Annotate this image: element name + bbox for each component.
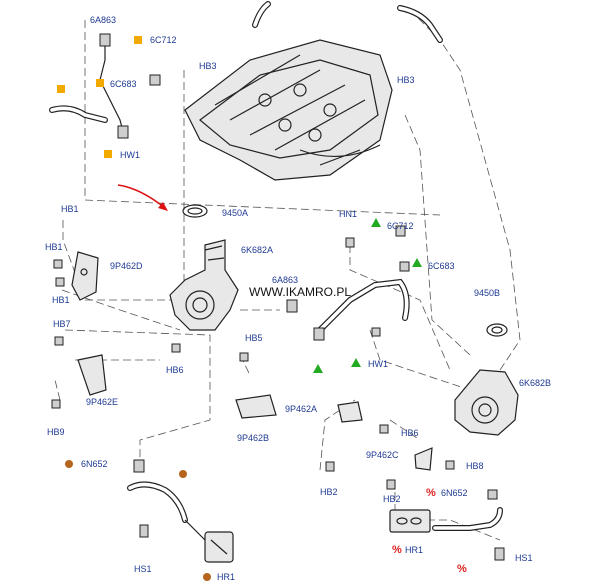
label-hb6-right: HB6	[401, 428, 419, 438]
label-9p462a: 9P462A	[285, 404, 317, 414]
label-6c712-mid: 6C712	[387, 221, 414, 231]
oil-return-hose-left	[127, 459, 234, 563]
label-6n652-right: 6N652	[441, 488, 468, 498]
label-hn1: HN1	[339, 209, 357, 219]
turbocharger-6k682a	[169, 239, 239, 331]
label-hb8: HB8	[466, 461, 484, 471]
gasket-9450a	[182, 204, 208, 218]
bracket-9p462a	[325, 401, 389, 472]
label-6n652-left: 6N652	[81, 459, 108, 469]
turbocharger-6k682b	[454, 369, 519, 436]
bracket-9p462c	[386, 447, 455, 490]
label-hb1-b: HB1	[45, 242, 63, 252]
gasket-9450b	[486, 323, 508, 337]
label-hr1-left: HR1	[217, 572, 235, 582]
part-labels: 6A863 6C712 HB3 6C683 HB3 HW1 9450A HB1 …	[45, 15, 551, 582]
svg-text:%: %	[392, 544, 402, 556]
label-hb7: HB7	[53, 319, 71, 329]
label-hb3-left: HB3	[199, 61, 217, 71]
label-hb2-b: HB2	[383, 494, 401, 504]
top-coolant-hoses	[252, 1, 443, 43]
svg-text:%: %	[457, 563, 467, 575]
label-9450a: 9450A	[222, 208, 248, 218]
svg-text:%: %	[426, 487, 436, 499]
label-hb2-a: HB2	[320, 487, 338, 497]
label-hs1-right: HS1	[515, 553, 533, 563]
label-6c683-mid: 6C683	[428, 261, 455, 271]
bracket-9p462d	[53, 251, 99, 301]
red-arrow	[117, 184, 168, 211]
engine-block	[184, 39, 393, 181]
triangle-markers	[313, 218, 422, 373]
label-hb3-right: HB3	[397, 75, 415, 85]
label-6a863-mid: 6A863	[272, 275, 298, 285]
label-hb1-a: HB1	[61, 204, 79, 214]
label-9p462c: 9P462C	[366, 450, 399, 460]
label-6k682a: 6K682A	[241, 245, 273, 255]
oil-feed-pipe-right	[286, 225, 410, 341]
dot-markers	[65, 460, 211, 581]
label-hb1-c: HB1	[52, 295, 70, 305]
label-hs1-left: HS1	[134, 564, 152, 574]
label-9p462d: 9P462D	[110, 261, 143, 271]
label-9p462b: 9P462B	[237, 433, 269, 443]
label-hw1-mid: HW1	[368, 359, 388, 369]
bracket-9p462e	[51, 336, 107, 409]
label-hr1-right: HR1	[405, 545, 423, 555]
label-6c712-top: 6C712	[150, 35, 177, 45]
square-markers	[57, 36, 142, 158]
label-6k682b: 6K682B	[519, 378, 551, 388]
bracket-9p462b	[171, 343, 277, 419]
oil-return-hose-right	[389, 489, 505, 561]
label-9p462e: 9P462E	[86, 397, 118, 407]
label-hw1-top: HW1	[120, 150, 140, 160]
watermark: WWW.IKAMRO.PL	[249, 285, 351, 299]
label-6a863-top: 6A863	[90, 15, 116, 25]
label-hb5: HB5	[245, 333, 263, 343]
oil-feed-pipe-left	[49, 33, 161, 139]
label-6c683-top: 6C683	[110, 79, 137, 89]
percent-markers: % % %	[392, 487, 467, 575]
label-hb6-left: HB6	[166, 365, 184, 375]
label-hb9: HB9	[47, 427, 65, 437]
label-9450b: 9450B	[474, 288, 500, 298]
